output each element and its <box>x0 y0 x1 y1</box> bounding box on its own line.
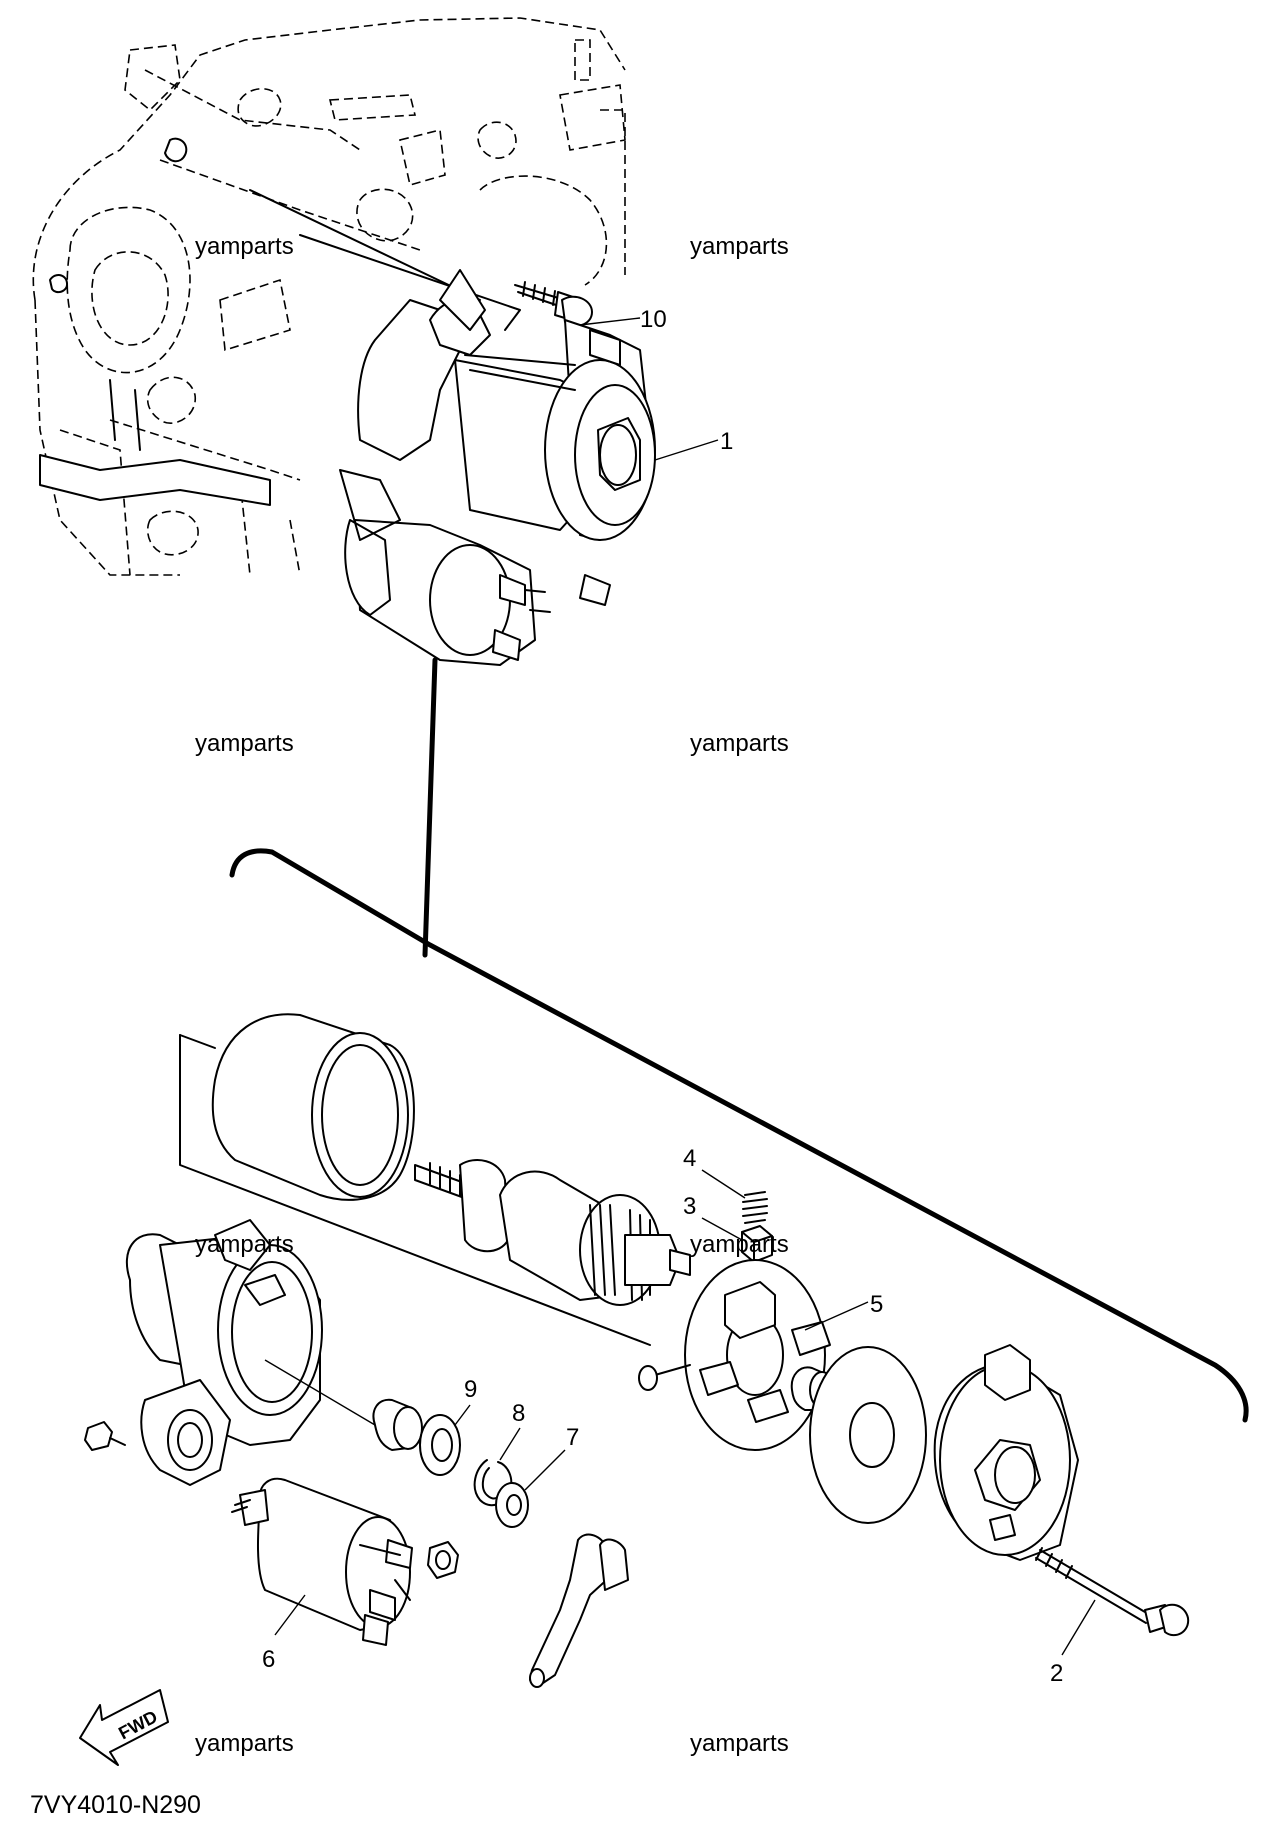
callout-9: 9 <box>464 1376 477 1403</box>
small-nut-left <box>84 1421 126 1451</box>
starter-front-housing <box>125 1219 323 1486</box>
housing-to-bushing-line <box>264 1359 376 1426</box>
watermark-1: yamparts <box>195 233 294 260</box>
starter-solenoid-part-6 <box>231 1477 413 1646</box>
callout-6: 6 <box>262 1646 275 1673</box>
washer-part-7 <box>495 1482 529 1528</box>
watermark-6: yamparts <box>690 1231 789 1258</box>
leader-line-3 <box>701 1217 743 1241</box>
callout-2: 2 <box>1050 1660 1063 1687</box>
bolt-part-10 <box>514 281 593 327</box>
engine-crankcase-solid-features <box>39 137 521 506</box>
leader-line-9 <box>454 1404 471 1426</box>
callout-5: 5 <box>870 1291 883 1318</box>
forward-direction-arrow: FWD <box>79 1689 169 1766</box>
diagram-code: 7VY4010-N290 <box>30 1791 201 1819</box>
leader-line-1 <box>654 439 719 461</box>
leader-line-4 <box>701 1169 746 1199</box>
bushing-small <box>372 1398 423 1451</box>
callout-7: 7 <box>566 1424 579 1451</box>
watermark-4: yamparts <box>690 730 789 757</box>
leader-line-10 <box>579 317 641 326</box>
leader-line-2 <box>1061 1599 1096 1656</box>
engine-crankcase-outline <box>32 17 626 576</box>
exploded-view-bracket <box>229 848 1249 1423</box>
shift-lever <box>529 1533 629 1688</box>
watermark-2: yamparts <box>690 233 789 260</box>
leader-line-8 <box>499 1427 521 1461</box>
brush-part-3 <box>741 1225 773 1263</box>
starter-armature <box>414 1159 691 1306</box>
watermark-5: yamparts <box>195 1231 294 1258</box>
washer-part-9 <box>419 1414 461 1476</box>
leader-line-7 <box>524 1449 566 1491</box>
watermark-3: yamparts <box>195 730 294 757</box>
leader-line-6 <box>274 1594 306 1636</box>
callout-3: 3 <box>683 1193 696 1220</box>
leader-line-5 <box>804 1301 869 1331</box>
brush-spring-part-4 <box>742 1191 768 1224</box>
through-bolt-part-2 <box>1035 1547 1190 1637</box>
callout-4: 4 <box>683 1145 696 1172</box>
callout-1: 1 <box>720 428 733 455</box>
watermark-8: yamparts <box>690 1730 789 1757</box>
callout-10: 10 <box>640 306 667 333</box>
thrust-washer <box>809 1346 927 1524</box>
assembly-connector-line <box>422 657 438 958</box>
solenoid-nut <box>427 1541 459 1579</box>
starter-yoke-housing <box>179 1013 651 1346</box>
callout-8: 8 <box>512 1400 525 1427</box>
watermark-7: yamparts <box>195 1730 294 1757</box>
starter-rear-cover <box>933 1344 1079 1561</box>
brush-holder-part-5 <box>638 1259 831 1451</box>
starter-motor-assembly-part-1 <box>339 269 656 666</box>
